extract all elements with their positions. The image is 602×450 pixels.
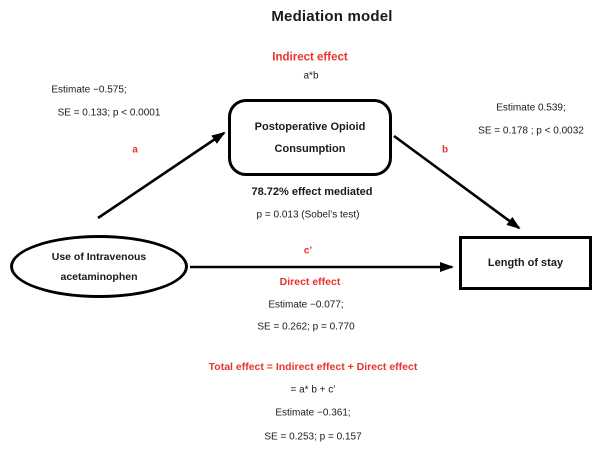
path-a-estimate: Estimate −0.575;	[51, 84, 127, 96]
outcome-label: Length of stay	[487, 257, 564, 269]
mediation-percentage: 78.72% effect mediated	[251, 185, 373, 198]
path-a-se: SE = 0.133; p < 0.0001	[57, 107, 161, 119]
predictor-label-line1: Use of Intravenous	[51, 250, 147, 263]
predictor-label-line2: acetaminophen	[60, 270, 138, 283]
arrow-a	[97, 131, 226, 220]
predictor-ellipse: Use of Intravenous acetaminophen	[10, 235, 188, 298]
path-b-se: SE = 0.178 ; p < 0.0032	[478, 125, 584, 137]
total-effect-estimate: Estimate −0.361;	[275, 407, 351, 419]
total-effect-formula: = a* b + c’	[290, 384, 336, 396]
indirect-effect-heading: Indirect effect	[272, 51, 348, 64]
path-c-prime-label: c’	[303, 245, 313, 257]
mediator-box: Postoperative Opioid Consumption	[228, 99, 392, 176]
mediator-label-line2: Consumption	[274, 142, 346, 155]
direct-effect-estimate: Estimate −0.077;	[268, 299, 344, 311]
path-b-label: b	[441, 144, 449, 156]
diagram-title: Mediation model	[271, 7, 393, 25]
path-b-estimate: Estimate 0.539;	[496, 102, 566, 114]
path-a-label: a	[132, 144, 138, 156]
direct-effect-se: SE = 0.262; p = 0.770	[257, 321, 355, 333]
sobel-test: p = 0.013 (Sobel’s test)	[256, 209, 360, 221]
arrow-b	[393, 134, 521, 230]
indirect-effect-formula: a*b	[303, 70, 319, 82]
outcome-box: Length of stay	[459, 236, 592, 290]
mediator-label-line1: Postoperative Opioid	[254, 120, 366, 133]
total-effect-heading: Total effect = Indirect effect + Direct …	[208, 361, 418, 374]
total-effect-se: SE = 0.253; p = 0.157	[264, 431, 362, 443]
direct-effect-heading: Direct effect	[279, 276, 341, 289]
